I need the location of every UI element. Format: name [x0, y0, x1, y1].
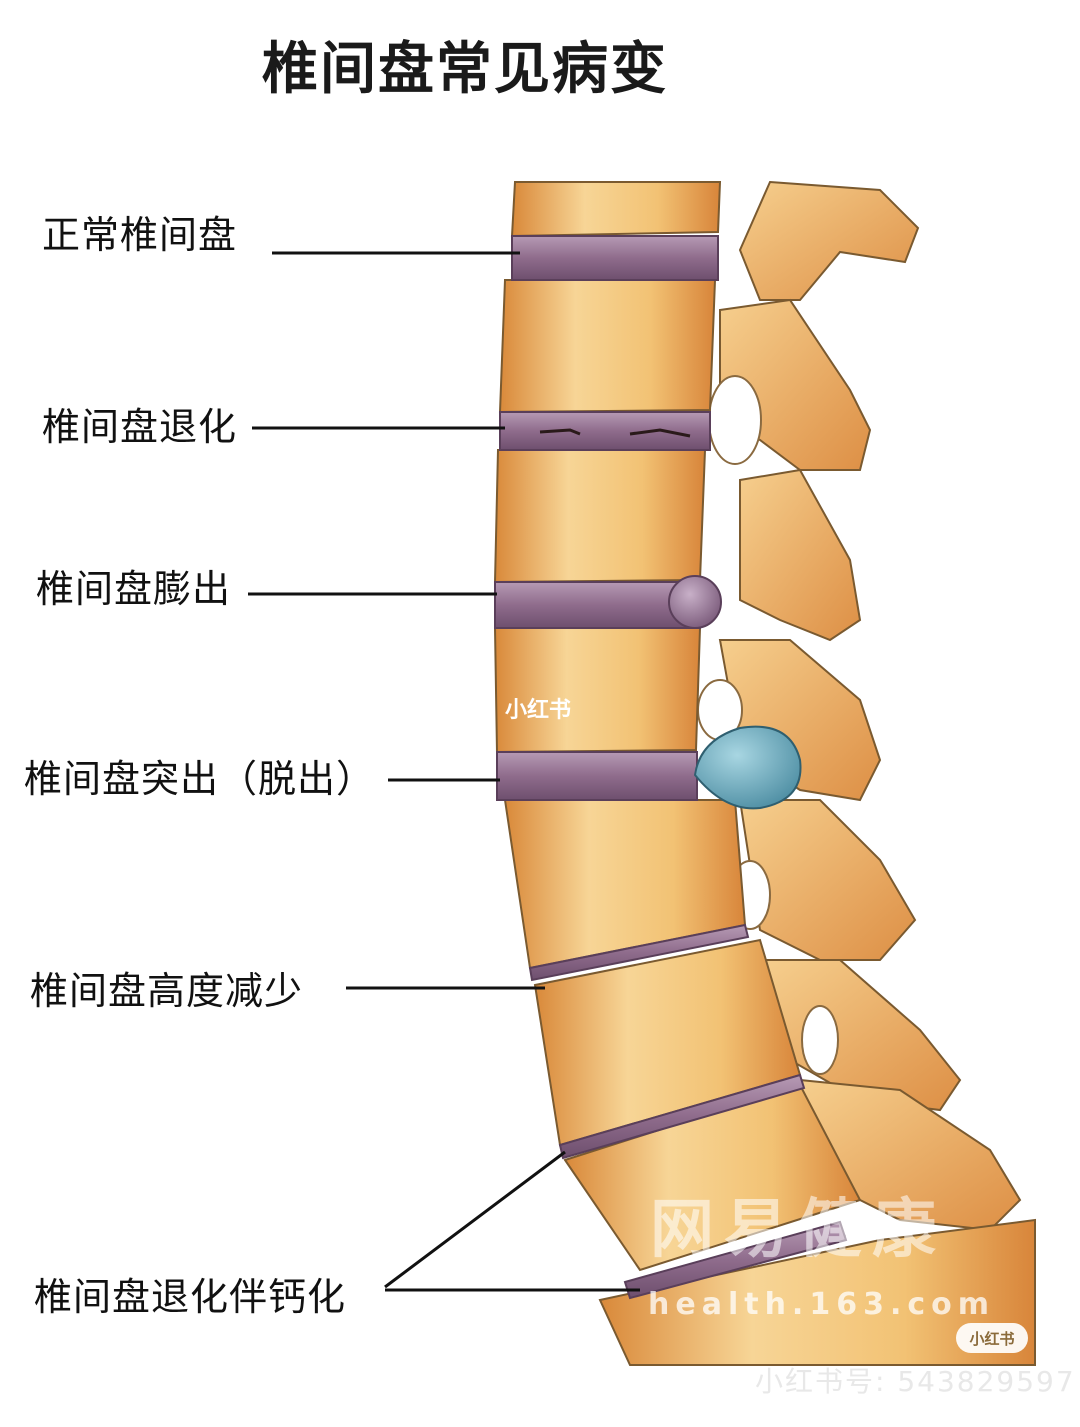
label-disc-bulge: 椎间盘膨出 [36, 567, 232, 611]
label-disc-calcification: 椎间盘退化伴钙化 [34, 1275, 347, 1319]
watermark-url: health.163.com [648, 1287, 995, 1322]
watermark-source: 网易健康 [650, 1193, 946, 1267]
disc-herniation-protrusion [693, 725, 802, 810]
discs [494, 235, 848, 1300]
disc-height-loss [528, 923, 750, 982]
label-disc-herniation: 椎间盘突出（脱出） [24, 757, 376, 801]
diagram-title: 椎间盘常见病变 [262, 37, 668, 102]
label-normal-disc: 正常椎间盘 [42, 213, 238, 257]
disc-bulge [494, 581, 701, 629]
disc-normal [511, 235, 719, 281]
watermark-account: 小红书号: 543829597 [755, 1365, 1076, 1398]
watermark-center: 小红书 [505, 698, 572, 723]
disc-bulge-protrusion [668, 575, 722, 629]
disc-degeneration [499, 411, 711, 451]
disc-lowest [623, 1220, 848, 1300]
watermark-badge: 小红书 [956, 1323, 1028, 1353]
label-disc-height-loss: 椎间盘高度减少 [30, 969, 304, 1013]
disc-herniation [496, 751, 698, 801]
label-disc-degeneration: 椎间盘退化 [42, 405, 238, 449]
